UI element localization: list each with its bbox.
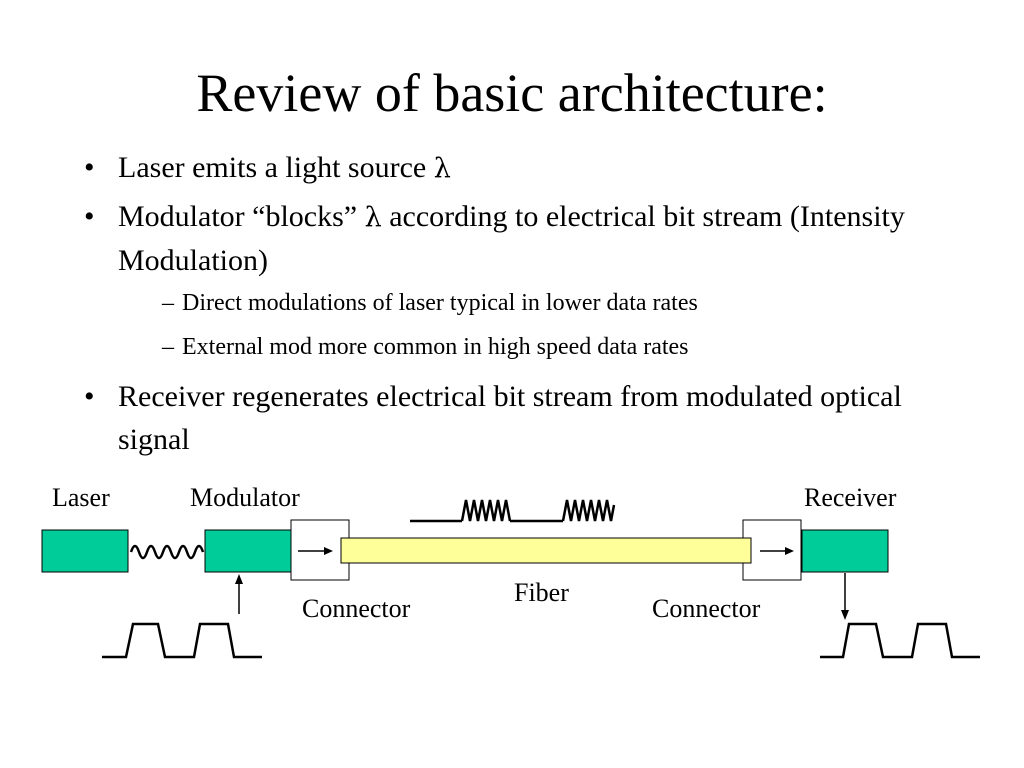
electrical-input-arrow-icon xyxy=(235,574,243,614)
input-bit-stream-icon xyxy=(102,622,262,659)
connector-right-label: Connector xyxy=(652,594,761,623)
bullet-laser-text: Laser emits a light source xyxy=(118,151,427,184)
bullet-modulator: Modulator “blocks” λ according to electr… xyxy=(84,195,964,282)
receiver-box xyxy=(801,529,889,573)
electrical-output-arrow-icon xyxy=(841,573,849,620)
slide-title: Review of basic architecture: xyxy=(196,63,828,123)
lambda-symbol: λ xyxy=(433,153,451,184)
bullet-modulator-text-start: Modulator “blocks” xyxy=(118,200,365,233)
output-bit-stream-icon xyxy=(820,622,980,659)
bullet-laser: Laser emits a light source λ xyxy=(84,146,964,190)
laser-box xyxy=(41,529,129,573)
receiver-label: Receiver xyxy=(804,483,897,512)
sub-bullet-external: External mod more common in high speed d… xyxy=(162,331,964,363)
optical-link-diagram: Laser Modulator Receiver Fiber Connector… xyxy=(41,483,980,659)
modulator-box xyxy=(204,529,292,573)
sub-bullet-direct: Direct modulations of laser typical in l… xyxy=(162,287,964,319)
fiber-cable xyxy=(340,537,752,564)
connector-left-box xyxy=(290,519,350,581)
connector-right-box xyxy=(742,519,802,581)
connector-left-label: Connector xyxy=(302,594,411,623)
bullet-receiver: Receiver regenerates electrical bit stre… xyxy=(84,375,964,461)
bullet-list: Laser emits a light source λ Modulator “… xyxy=(84,146,964,466)
modulator-label: Modulator xyxy=(190,483,300,512)
lambda-symbol: λ xyxy=(364,202,382,233)
connector-right-arrow-icon xyxy=(760,547,794,555)
connector-left-arrow-icon xyxy=(298,547,333,555)
fiber-label: Fiber xyxy=(514,578,569,607)
laser-label: Laser xyxy=(52,483,110,512)
modulated-signal-icon xyxy=(410,499,616,523)
light-wave-icon xyxy=(129,544,205,560)
bullet-modulator-text-end: according to electrical bit stream (Inte… xyxy=(118,200,905,277)
